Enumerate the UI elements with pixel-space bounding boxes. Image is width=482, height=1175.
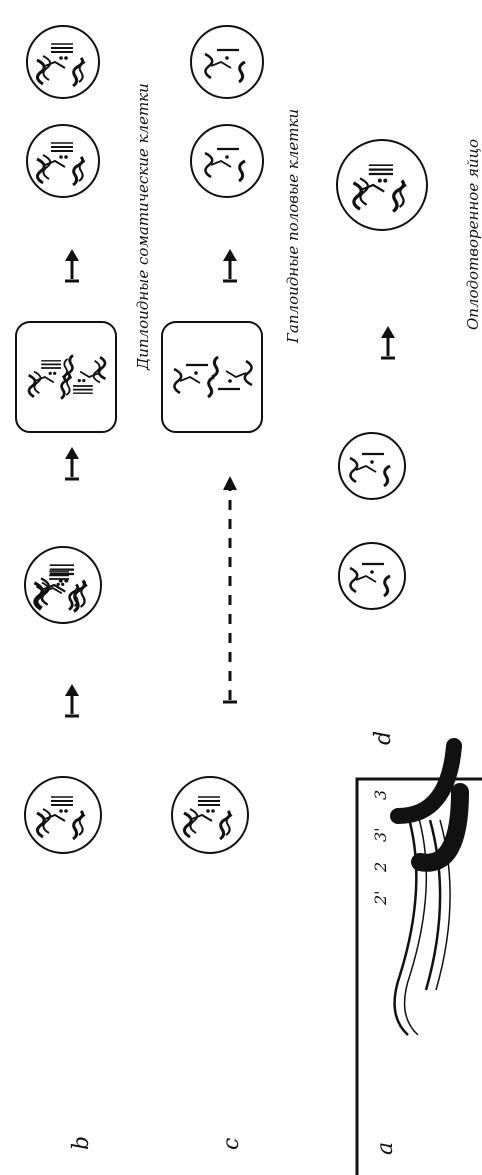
zygote-caption: Оплодотворенное яйцо: [464, 139, 482, 330]
cell-c-gamete-2: [190, 25, 264, 99]
cell-d-gamete-1: [338, 542, 406, 610]
chromosome-2-prime: [390, 738, 462, 824]
cell-b-2: [24, 546, 102, 624]
label-row-c: c: [219, 1138, 244, 1150]
label-panel-a: a: [373, 1142, 398, 1155]
arrow-d: [379, 324, 397, 360]
cell-d-zygote: [336, 139, 428, 231]
row-d-fertilization: [336, 139, 428, 610]
cell-c-gamete-1: [190, 124, 264, 198]
cell-b-3: [15, 321, 117, 433]
arrow-b-1: [63, 682, 81, 718]
chromosome-3-prime: [424, 819, 442, 991]
cell-c-1: [171, 776, 249, 854]
chromosome-3: [393, 814, 418, 1036]
cell-c-2: [161, 321, 263, 433]
chromosome-2: [411, 783, 469, 872]
arrow-c-1: [221, 247, 239, 283]
cell-b-1: [24, 776, 102, 854]
chrom-label-2: 2: [371, 862, 390, 873]
dashed-arrow-c: [223, 476, 237, 704]
panel-a: [355, 738, 482, 1175]
label-row-d: d: [371, 731, 396, 745]
row-b-mitosis: [15, 25, 117, 854]
arrow-b-2: [63, 445, 81, 481]
cell-d-gamete-2: [338, 432, 406, 500]
chrom-label-3: 3: [371, 790, 390, 800]
diploid-caption: Диплоидные соматические клетки: [134, 83, 152, 371]
haploid-caption: Гаплоидные половые клетки: [284, 109, 302, 344]
label-row-b: b: [69, 1136, 94, 1150]
chrom-label-2-prime: 2': [371, 890, 390, 906]
cell-b-daughter-1: [26, 124, 100, 198]
cell-b-daughter-2: [26, 25, 100, 99]
chrom-label-3-prime: 3': [371, 827, 390, 842]
row-c-meiosis: [161, 25, 264, 854]
arrow-b-3: [63, 247, 81, 283]
